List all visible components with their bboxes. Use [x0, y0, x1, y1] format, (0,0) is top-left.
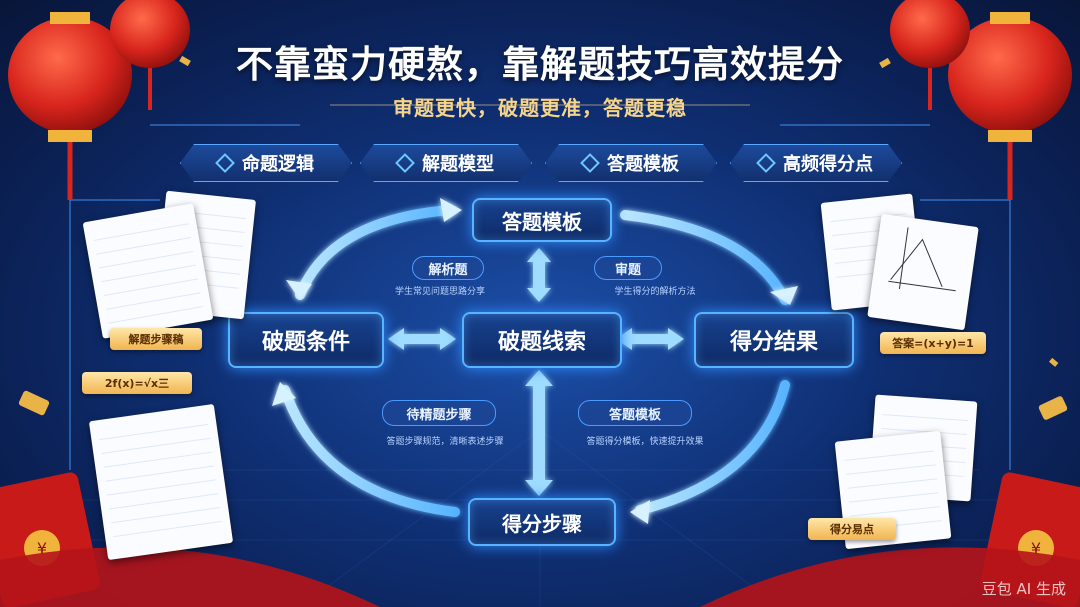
formula-paper [88, 403, 234, 561]
diamond-icon [215, 153, 235, 173]
formula-paper [82, 203, 214, 339]
diamond-icon [580, 153, 600, 173]
lantern-icon [8, 0, 190, 200]
page-subtitle: 审题更快，破题更准，答题更稳 [393, 96, 687, 120]
caption-lower-left: 答题步骤规范，清晰表述步骤 [386, 437, 504, 447]
node-right: 得分结果 [694, 312, 854, 368]
tag-jieti: 解题模型 [360, 144, 532, 182]
arrow-top-right [620, 210, 790, 305]
tag-gaopin: 高频得分点 [730, 144, 902, 182]
lantern-icon [890, 0, 1072, 200]
note-right-top: 答案=(x+y)=1 [880, 332, 986, 354]
caption-lower-right: 答题得分模板，快速提升效果 [586, 437, 704, 447]
node-top: 答题模板 [472, 198, 612, 242]
svg-text:¥: ¥ [37, 539, 47, 558]
caption-upper-right: 学生得分的解析方法 [614, 287, 696, 297]
arrow-bottom-left [280, 385, 460, 517]
watermark: 豆包 AI 生成 [981, 580, 1066, 598]
formula-graph-paper [867, 213, 979, 331]
tag-mingti: 命题逻辑 [180, 144, 352, 182]
pill-upper-left: 解析题 [412, 256, 484, 280]
graph-icon [888, 227, 956, 292]
tag-dati: 答题模板 [545, 144, 717, 182]
node-bottom: 得分步骤 [468, 498, 616, 546]
pill-lower-left: 待精题步骤 [382, 400, 496, 426]
diamond-icon [756, 153, 776, 173]
note-left-top: 解题步骤稿 [110, 328, 202, 350]
pill-upper-right: 审题 [594, 256, 662, 280]
caption-upper-left: 学生常见问题思路分享 [394, 287, 485, 297]
node-left: 破题条件 [228, 312, 384, 368]
note-right-bottom: 得分易点 [808, 518, 896, 540]
svg-text:¥: ¥ [1031, 539, 1041, 558]
diamond-icon [395, 153, 415, 173]
node-center: 破题线索 [462, 312, 622, 368]
pill-lower-right: 答题模板 [578, 400, 692, 426]
arrow-bottom-right [635, 380, 790, 515]
arrow-top-left [295, 205, 455, 300]
page-title: 不靠蛮力硬熬，靠解题技巧高效提分 [236, 43, 844, 86]
note-left-bottom: 2f(x)=√x三 [82, 372, 192, 394]
